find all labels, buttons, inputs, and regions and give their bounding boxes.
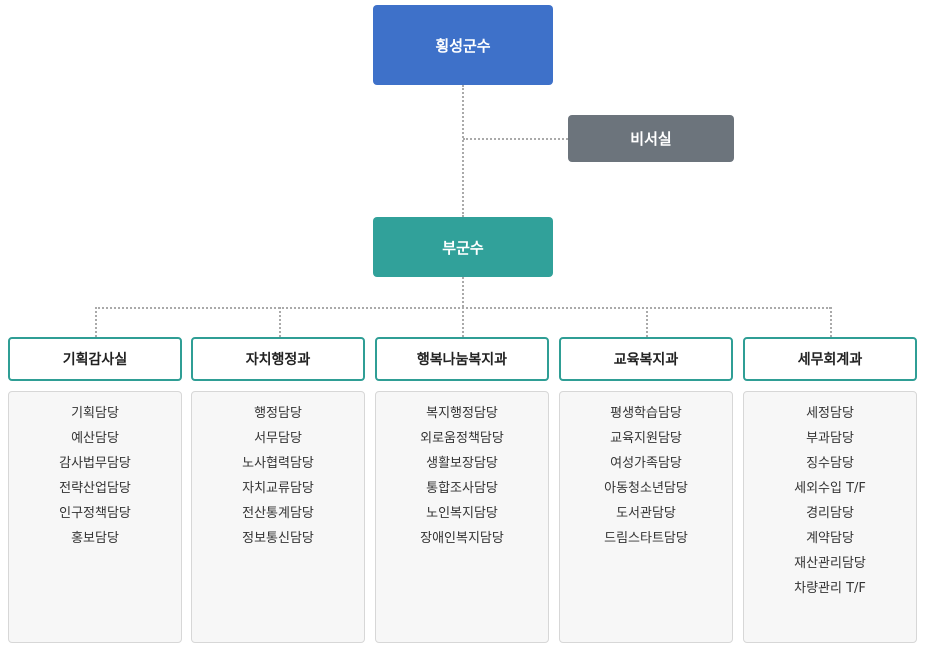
connector-top-to-vice (462, 85, 464, 217)
connector-dept-4 (646, 307, 648, 337)
connector-dept-2 (279, 307, 281, 337)
team-item[interactable]: 경리담당 (806, 506, 854, 521)
team-item[interactable]: 세외수입 T/F (794, 481, 866, 496)
governor-box[interactable]: 횡성군수 (373, 5, 553, 85)
team-item[interactable]: 재산관리담당 (794, 556, 866, 571)
team-item[interactable]: 아동청소년담당 (604, 481, 688, 496)
secretary-office-box[interactable]: 비서실 (568, 115, 734, 162)
team-item[interactable]: 차량관리 T/F (794, 581, 866, 596)
team-item[interactable]: 장애인복지담당 (420, 531, 504, 546)
team-item[interactable]: 기획담당 (71, 406, 119, 421)
vice-governor-box[interactable]: 부군수 (373, 217, 553, 277)
connector-vice-down (462, 277, 464, 307)
team-item[interactable]: 여성가족담당 (610, 456, 682, 471)
governor-label: 횡성군수 (435, 36, 491, 55)
team-item[interactable]: 자치교류담당 (242, 481, 314, 496)
department-header[interactable]: 세무회계과 (743, 337, 917, 381)
team-item[interactable]: 예산담당 (71, 431, 119, 446)
department-header[interactable]: 자치행정과 (191, 337, 365, 381)
team-item[interactable]: 행정담당 (254, 406, 302, 421)
team-item[interactable]: 징수담당 (806, 456, 854, 471)
team-item[interactable]: 전산통계담당 (242, 506, 314, 521)
team-item[interactable]: 생활보장담당 (426, 456, 498, 471)
connector-dept-3 (462, 307, 464, 337)
connector-dept-1 (95, 307, 97, 337)
team-item[interactable]: 외로움정책담당 (420, 431, 504, 446)
team-item[interactable]: 홍보담당 (71, 531, 119, 546)
team-item[interactable]: 통합조사담당 (426, 481, 498, 496)
team-item[interactable]: 인구정책담당 (59, 506, 131, 521)
team-item[interactable]: 감사법무담당 (59, 456, 131, 471)
team-item[interactable]: 교육지원담당 (610, 431, 682, 446)
team-item[interactable]: 전략산업담당 (59, 481, 131, 496)
team-item[interactable]: 드림스타트담당 (604, 531, 688, 546)
team-item[interactable]: 세정담당 (806, 406, 854, 421)
department-header[interactable]: 행복나눔복지과 (375, 337, 549, 381)
team-item[interactable]: 정보통신담당 (242, 531, 314, 546)
team-item[interactable]: 노인복지담당 (426, 506, 498, 521)
secretary-office-label: 비서실 (630, 130, 672, 148)
team-item[interactable]: 노사협력담당 (242, 456, 314, 471)
team-item[interactable]: 부과담당 (806, 431, 854, 446)
department-header[interactable]: 기획감사실 (8, 337, 182, 381)
team-item[interactable]: 계약담당 (806, 531, 854, 546)
connector-dept-5 (830, 307, 832, 337)
team-item[interactable]: 평생학습담당 (610, 406, 682, 421)
connector-to-secretary (463, 138, 568, 140)
team-item[interactable]: 도서관담당 (616, 506, 676, 521)
team-item[interactable]: 복지행정담당 (426, 406, 498, 421)
team-item[interactable]: 서무담당 (254, 431, 302, 446)
vice-governor-label: 부군수 (442, 238, 484, 257)
department-header[interactable]: 교육복지과 (559, 337, 733, 381)
